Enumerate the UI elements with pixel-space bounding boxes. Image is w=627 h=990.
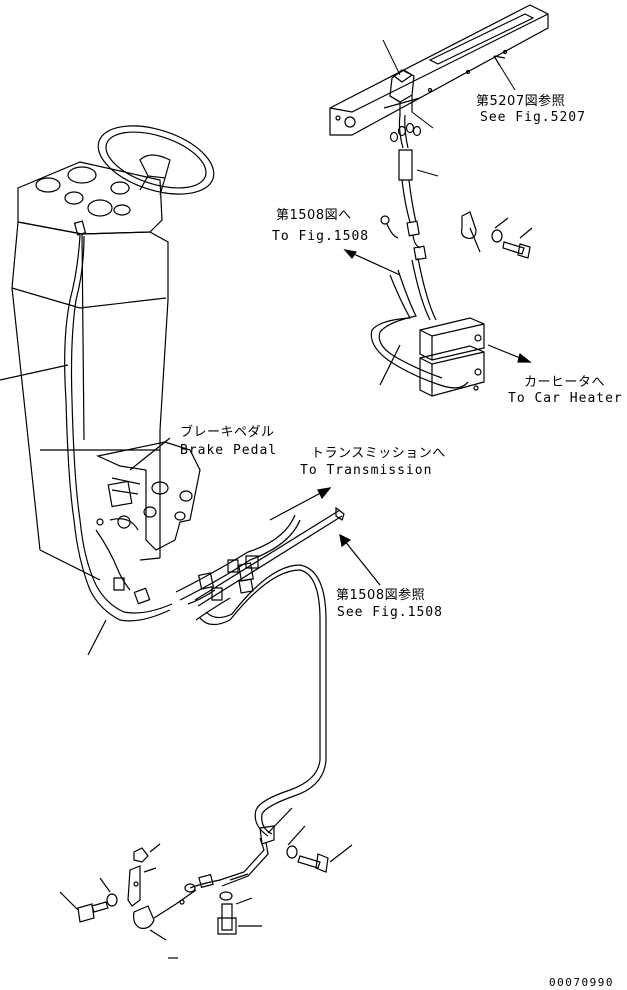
transmission-cable — [195, 508, 344, 606]
arrow-fig1508-mid — [340, 535, 380, 585]
transmission-label-jp: トランスミッションへ — [311, 446, 446, 461]
fig1508-mid-label-jp: 第1508図参照 — [336, 588, 426, 603]
transmission-connectors — [188, 556, 258, 620]
heater-leader — [380, 345, 400, 385]
fig5207-arrow — [494, 56, 505, 66]
steering-wheel — [90, 113, 223, 207]
arrow-to-car-heater — [488, 345, 530, 362]
column-leader — [0, 365, 68, 380]
mounting-plate — [330, 5, 548, 135]
fig1508-top-label-jp: 第1508図へ — [276, 208, 352, 223]
steering-column-body — [12, 222, 168, 580]
brake-pedal-label-en: Brake Pedal — [180, 443, 278, 458]
fig1508-mid-label-en: See Fig.1508 — [337, 605, 443, 620]
heater-harness — [371, 258, 484, 396]
harness-leader-main — [88, 620, 106, 655]
ring-terminal-upper — [381, 216, 426, 260]
lower-clip-bolt — [260, 808, 352, 872]
arrow-to-transmission — [270, 488, 330, 520]
car-heater-label-jp: カーヒータへ — [524, 375, 606, 390]
fig5207-label-jp: 第5207図参照 — [476, 94, 566, 109]
fig1508-top-label-en: To Fig.1508 — [272, 229, 370, 244]
lower-harness — [190, 565, 326, 888]
switch-leads — [391, 115, 421, 222]
brake-pedal-assembly — [96, 442, 200, 604]
switch-unit — [384, 70, 420, 116]
clamp-washer-bolt-right — [462, 212, 532, 258]
brake-pedal-label-jp: ブレーキペダル — [180, 425, 275, 440]
car-heater-label-en: To Car Heater — [508, 391, 623, 406]
dash-console — [18, 162, 162, 234]
lower-left-hardware — [60, 844, 262, 958]
column-harness — [65, 221, 300, 621]
fig5207-label-en: See Fig.5207 — [480, 110, 586, 125]
brake-pedal-leader — [130, 438, 170, 470]
transmission-label-en: To Transmission — [300, 463, 433, 478]
arrow-to-fig1508 — [345, 250, 400, 275]
drawing-number: 00070990 — [549, 976, 614, 989]
